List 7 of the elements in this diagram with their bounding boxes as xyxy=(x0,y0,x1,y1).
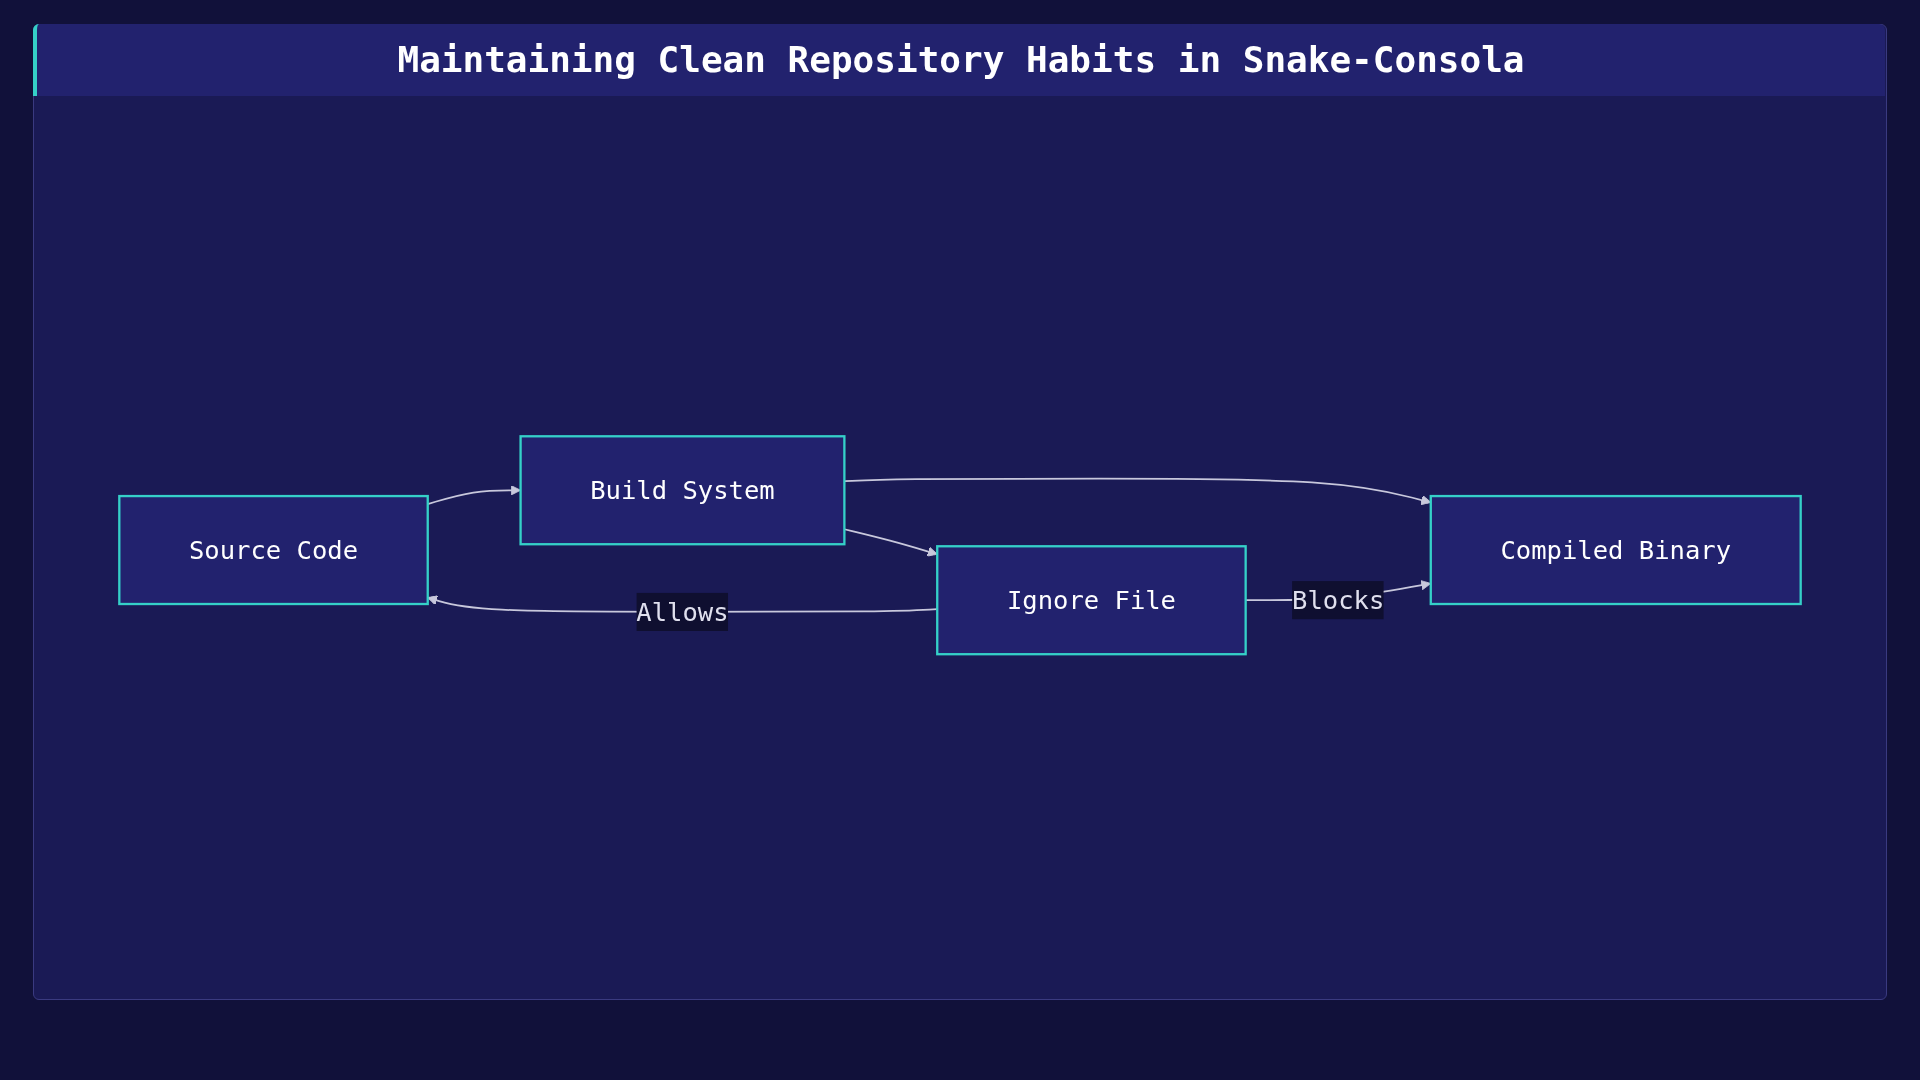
node-box: Build System xyxy=(519,434,846,546)
title: Maintaining Clean Repository Habits in Snake-Consola xyxy=(33,24,1885,96)
node-box: Compiled Binary xyxy=(1429,494,1802,605)
node-box: Source Code xyxy=(118,494,429,605)
node-box: Ignore File xyxy=(936,544,1247,656)
edge-label: Allows xyxy=(636,597,729,627)
edge-label: Blocks xyxy=(1292,585,1385,615)
